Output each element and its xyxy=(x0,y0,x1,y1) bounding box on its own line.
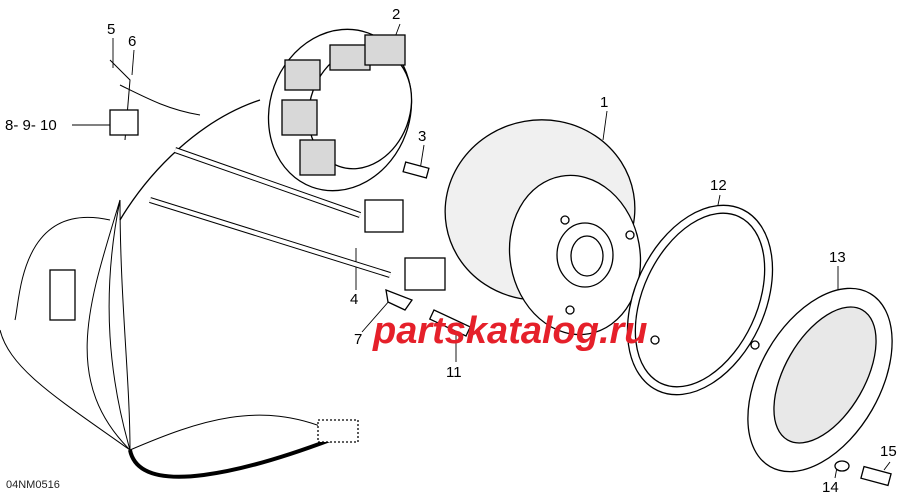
callout-6: 6 xyxy=(128,33,137,50)
callout-2: 2 xyxy=(392,6,401,23)
callout-7: 7 xyxy=(354,331,363,348)
callout-4: 4 xyxy=(350,291,359,308)
trigger-ring xyxy=(626,204,774,396)
callout-11: 11 xyxy=(446,364,462,381)
callout-1: 1 xyxy=(600,94,609,111)
callout-15: 15 xyxy=(880,443,897,460)
flywheel xyxy=(444,119,642,336)
callout-12: 12 xyxy=(710,177,727,194)
callout-13: 13 xyxy=(829,249,846,266)
watermark: partskatalog.ru xyxy=(373,310,648,352)
sensor-7 xyxy=(404,257,446,291)
drawing-code: 04NM0516 xyxy=(6,479,60,491)
leader-lines xyxy=(72,23,891,479)
sensor-4 xyxy=(364,199,404,233)
screw-3 xyxy=(402,161,430,179)
cover xyxy=(747,287,893,473)
stator xyxy=(267,28,413,192)
callout-8-9-10: 8- 9- 10 xyxy=(5,117,57,134)
callout-3: 3 xyxy=(418,128,427,145)
callout-14: 14 xyxy=(822,479,839,496)
callout-5: 5 xyxy=(107,21,116,38)
